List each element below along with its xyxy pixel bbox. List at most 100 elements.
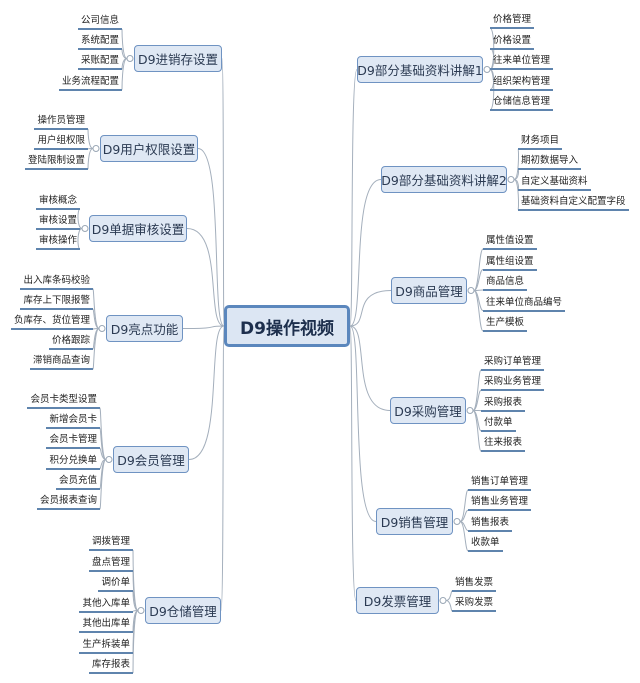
leaf-topic[interactable]: 采账配置 [77, 53, 122, 71]
leaf-connector [92, 328, 100, 370]
leaf-topic[interactable]: 其他出库单 [79, 616, 133, 633]
leaf-topic[interactable]: 收款单 [468, 535, 503, 552]
leaf-connector [99, 407, 107, 460]
leaf-topic[interactable]: 采购业务管理 [481, 374, 545, 392]
branch-topic[interactable]: D9部分基础资料讲解1 [357, 56, 483, 83]
leaf-connector [473, 269, 484, 291]
leaf-topic[interactable]: 会员充值 [55, 473, 100, 490]
branch-connector [349, 325, 391, 411]
leaf-topic[interactable]: 采购报表 [481, 395, 526, 412]
leaf-topic[interactable]: 用户组权限 [34, 133, 88, 150]
branch-connector [188, 325, 225, 460]
leaf-topic[interactable]: 审核操作 [35, 233, 80, 250]
leaf-topic[interactable]: 会员报表查询 [36, 493, 100, 510]
branch-connector [182, 325, 225, 329]
leaf-topic[interactable]: 新增会员卡 [46, 412, 100, 430]
collapse-toggle[interactable] [467, 287, 475, 294]
branch-topic[interactable]: D9采购管理 [390, 397, 466, 424]
leaf-topic[interactable]: 往来单位商品编号 [483, 295, 566, 312]
leaf-topic[interactable]: 审核设置 [35, 213, 80, 230]
branch-topic[interactable]: D9单据审核设置 [89, 215, 187, 242]
leaf-topic[interactable]: 属性值设置 [483, 233, 537, 250]
branch-topic[interactable]: D9仓储管理 [145, 597, 221, 624]
leaf-topic[interactable]: 商品信息 [483, 274, 528, 291]
branch-connector [221, 58, 225, 327]
leaf-topic[interactable]: 销售订单管理 [468, 474, 532, 491]
leaf-connector [92, 308, 100, 329]
leaf-topic[interactable]: 操作员管理 [34, 113, 88, 130]
branch-connector [349, 325, 357, 601]
collapse-toggle[interactable] [439, 597, 447, 604]
collapse-toggle[interactable] [507, 176, 515, 183]
leaf-topic[interactable]: 盘点管理 [88, 555, 133, 572]
branch-topic[interactable]: D9销售管理 [376, 508, 453, 535]
leaf-connector [473, 290, 484, 332]
collapse-toggle[interactable] [126, 55, 134, 62]
collapse-toggle[interactable] [137, 607, 145, 614]
leaf-topic[interactable]: 销售业务管理 [468, 494, 532, 512]
leaf-topic[interactable]: 积分兑换单 [46, 453, 100, 470]
leaf-connector [473, 248, 484, 291]
branch-topic[interactable]: D9进销存设置 [134, 45, 222, 72]
branch-topic[interactable]: D9会员管理 [113, 446, 189, 473]
leaf-topic[interactable]: 调价单 [98, 575, 133, 592]
leaf-connector [132, 590, 139, 611]
leaf-topic[interactable]: 采购订单管理 [481, 354, 545, 371]
central-topic[interactable]: D9操作视频 [224, 305, 350, 347]
leaf-topic[interactable]: 生产模板 [483, 315, 528, 332]
leaf-topic[interactable]: 业务流程配置 [58, 74, 122, 91]
leaf-topic[interactable]: 价格管理 [490, 12, 535, 29]
leaf-connector [99, 459, 107, 490]
leaf-topic[interactable]: 负库存、货位管理 [10, 313, 93, 330]
leaf-connector [87, 128, 94, 149]
collapse-toggle[interactable] [466, 407, 474, 414]
leaf-topic[interactable]: 系统配置 [77, 33, 122, 51]
leaf-topic[interactable]: 会员卡类型设置 [27, 392, 100, 409]
leaf-topic[interactable]: 价格设置 [490, 33, 535, 50]
leaf-topic[interactable]: 财务项目 [518, 133, 563, 150]
leaf-topic[interactable]: 付款单 [481, 415, 516, 432]
leaf-connector [87, 148, 94, 170]
leaf-topic[interactable]: 滞销商品查询 [29, 353, 93, 370]
branch-connector [186, 228, 225, 327]
leaf-topic[interactable]: 采购发票 [452, 595, 497, 612]
leaf-connector [99, 427, 107, 460]
leaf-topic[interactable]: 组织架构管理 [490, 74, 554, 91]
leaf-topic[interactable]: 仓储信息管理 [490, 94, 554, 111]
leaf-topic[interactable]: 销售报表 [468, 515, 513, 532]
leaf-topic[interactable]: 基础资料自定义配置字段 [518, 194, 629, 211]
leaf-connector [459, 509, 469, 522]
leaf-topic[interactable]: 登陆限制设置 [24, 153, 88, 170]
leaf-topic[interactable]: 往来单位管理 [490, 53, 554, 70]
leaf-topic[interactable]: 会员卡管理 [46, 432, 100, 450]
leaf-topic[interactable]: 生产拆装单 [79, 637, 133, 654]
branch-topic[interactable]: D9发票管理 [356, 587, 439, 614]
leaf-topic[interactable]: 库存上下限报警 [20, 293, 93, 310]
leaf-topic[interactable]: 其他入库单 [79, 596, 133, 613]
branch-topic[interactable]: D9商品管理 [391, 277, 467, 304]
leaf-topic[interactable]: 库存报表 [88, 657, 133, 674]
leaf-topic[interactable]: 自定义基础资料 [518, 174, 591, 191]
leaf-topic[interactable]: 期初数据导入 [518, 153, 582, 171]
leaf-connector [459, 521, 469, 552]
collapse-toggle[interactable] [98, 325, 106, 332]
branch-topic[interactable]: D9亮点功能 [106, 315, 183, 342]
leaf-topic[interactable]: 价格跟踪 [48, 333, 93, 350]
collapse-toggle[interactable] [105, 456, 113, 463]
leaf-topic[interactable]: 审核概念 [35, 193, 80, 210]
leaf-topic[interactable]: 往来报表 [481, 435, 526, 453]
leaf-connector [472, 369, 482, 411]
leaf-topic[interactable]: 属性组设置 [483, 254, 537, 271]
collapse-toggle[interactable] [81, 225, 89, 232]
leaf-connector [121, 28, 128, 59]
leaf-connector [472, 389, 482, 411]
leaf-topic[interactable]: 公司信息 [77, 13, 122, 30]
collapse-toggle[interactable] [92, 145, 100, 152]
branch-topic[interactable]: D9用户权限设置 [100, 135, 198, 162]
branch-topic[interactable]: D9部分基础资料讲解2 [381, 166, 507, 193]
collapse-toggle[interactable] [453, 518, 461, 525]
leaf-connector [132, 570, 139, 611]
leaf-topic[interactable]: 调拨管理 [88, 534, 133, 551]
leaf-topic[interactable]: 出入库条码校验 [20, 273, 93, 290]
leaf-topic[interactable]: 销售发票 [452, 575, 497, 592]
